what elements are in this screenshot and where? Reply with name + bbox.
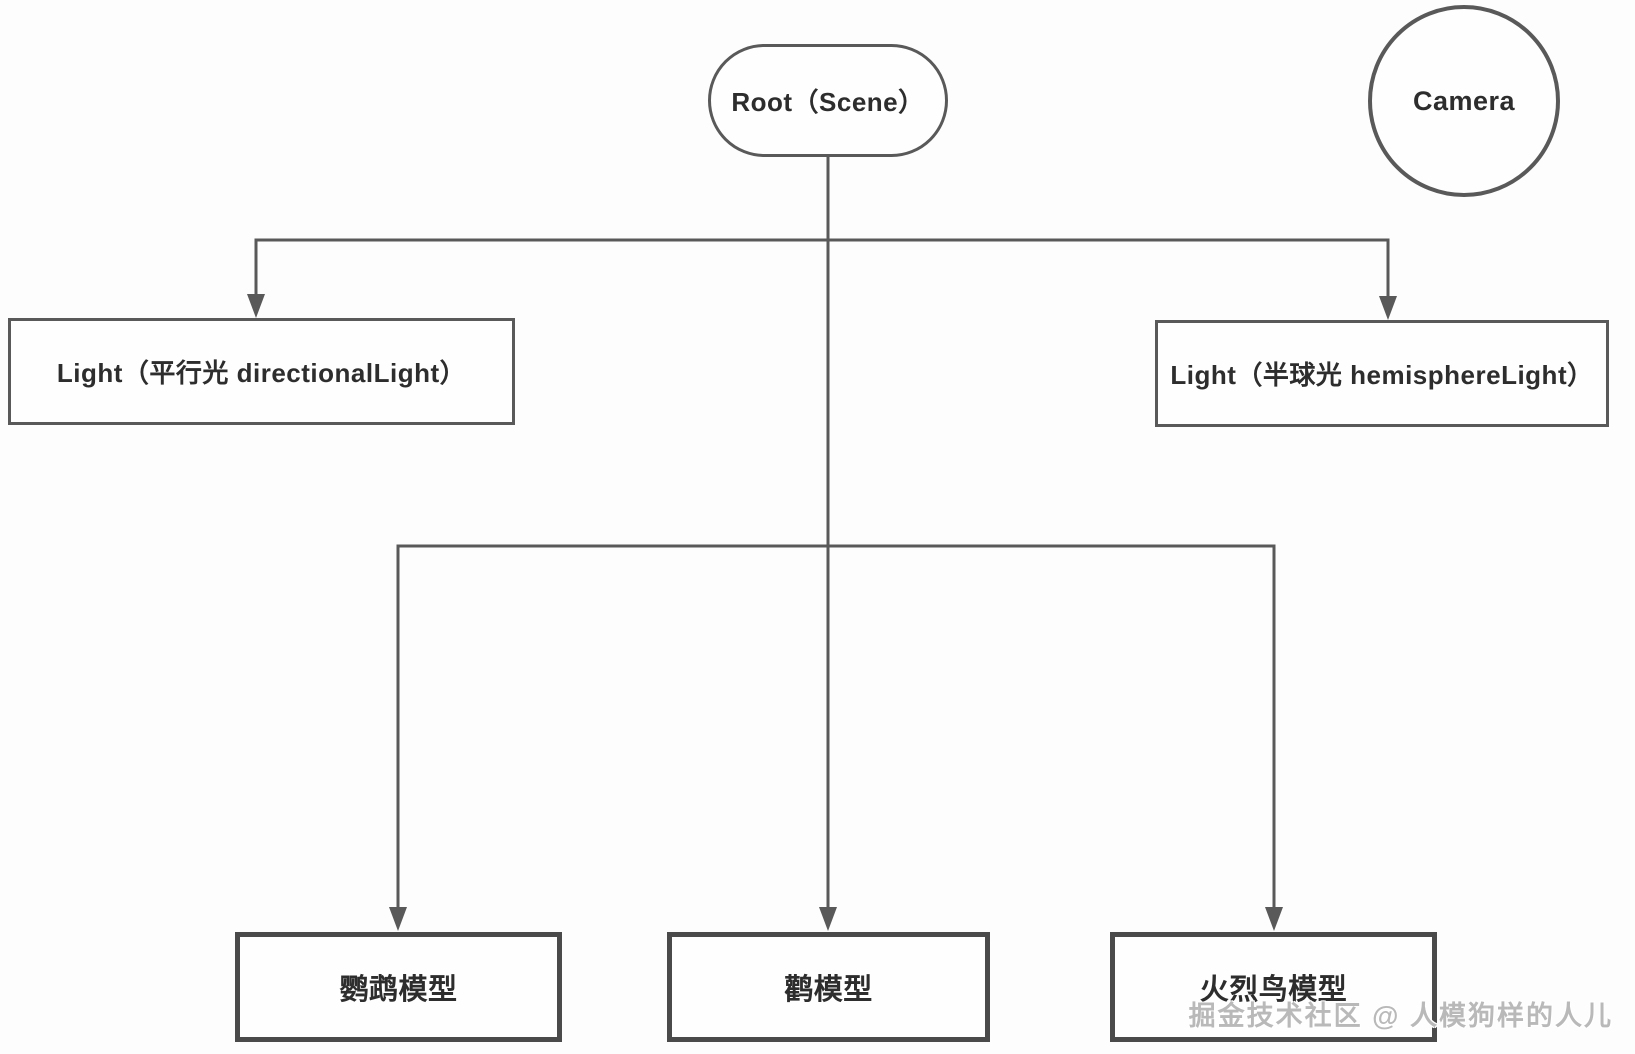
node-model-parrot-label: 鹦鹉模型 <box>339 974 458 1006</box>
node-model-parrot: 鹦鹉模型 <box>235 932 562 1042</box>
watermark: 掘金技术社区 @ 人模狗样的人儿 <box>1188 1001 1613 1031</box>
node-root-scene: Root（Scene） <box>708 44 948 157</box>
node-light-directional-label: Light（平行光 directionalLight） <box>56 358 467 388</box>
node-model-stork: 鹳模型 <box>667 932 990 1042</box>
node-light-hemisphere: Light（半球光 hemisphereLight） <box>1155 320 1609 427</box>
node-light-hemisphere-label: Light（半球光 hemisphereLight） <box>1170 360 1594 390</box>
arrowhead-flamingo <box>1265 907 1283 931</box>
node-model-flamingo: 火烈鸟模型 <box>1110 932 1437 1042</box>
arrowhead-directional <box>247 294 265 318</box>
arrowhead-stork <box>819 907 837 931</box>
node-model-stork-label: 鹳模型 <box>784 974 873 1006</box>
arrowhead-hemisphere <box>1379 296 1397 320</box>
node-root-scene-label: Root（Scene） <box>731 87 925 117</box>
node-light-directional: Light（平行光 directionalLight） <box>8 318 515 425</box>
node-camera: Camera <box>1368 5 1560 197</box>
node-model-flamingo-label: 火烈鸟模型 <box>1199 974 1348 1006</box>
node-camera-label: Camera <box>1412 85 1516 116</box>
arrowhead-parrot <box>389 907 407 931</box>
